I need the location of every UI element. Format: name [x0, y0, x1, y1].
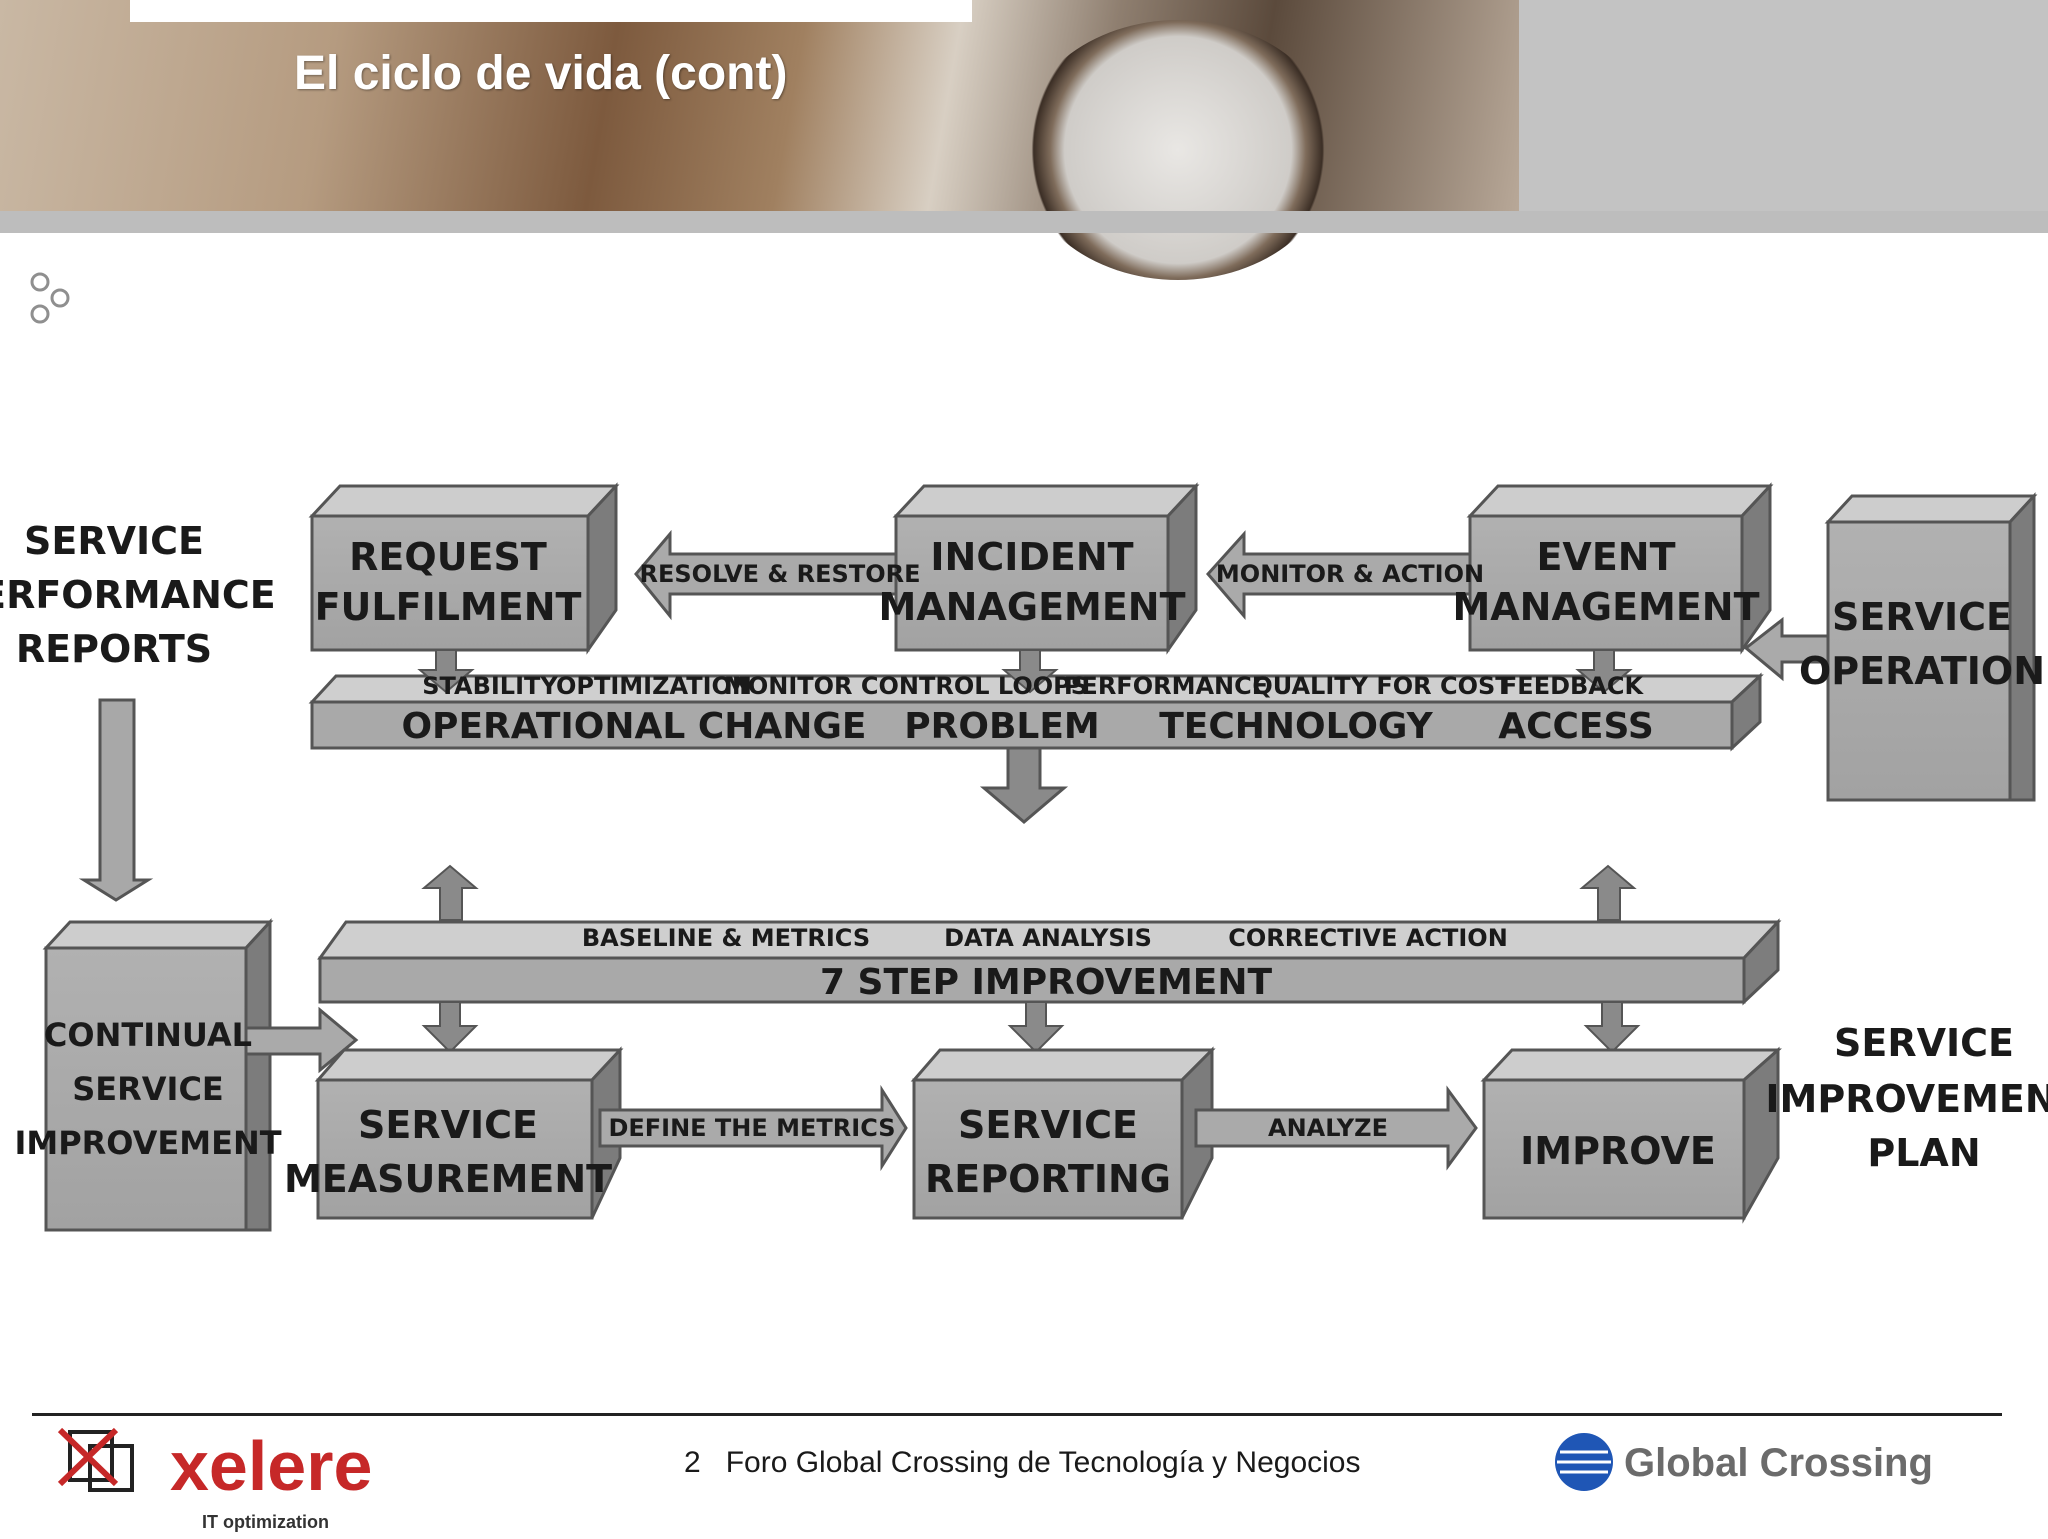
- bar-label-stability: STABILITY: [422, 672, 558, 700]
- incident-management-box: [892, 482, 1200, 655]
- improvement-plan-line-2: IMPROVEMENT: [1765, 1077, 2048, 1121]
- improvement-plan-line-1: SERVICE: [1834, 1021, 2014, 1065]
- event-management-line-1: EVENT: [1536, 535, 1675, 579]
- global-crossing-logo: Global Crossing: [1552, 1428, 1933, 1503]
- resolve-restore-arrow: [634, 529, 898, 621]
- service-operation-line-2: OPERATION: [1799, 649, 2045, 693]
- resolve-restore-label: RESOLVE & RESTORE: [640, 560, 921, 588]
- service-operation-box: [1824, 492, 2038, 802]
- header-band: [0, 211, 2048, 233]
- baseline-up-arrow: [421, 864, 479, 921]
- service-measurement-box: [314, 1046, 624, 1220]
- xelere-tagline: IT optimization: [202, 1512, 329, 1532]
- incident-management-line-2: MANAGEMENT: [878, 585, 1185, 629]
- bar-label-technology: TECHNOLOGY: [1159, 706, 1433, 747]
- corrective-up-arrow: [1579, 864, 1637, 921]
- bar-label-7-step-improvement: 7 STEP IMPROVEMENT: [820, 962, 1273, 1003]
- bar-label-baseline-metrics: BASELINE & METRICS: [582, 924, 870, 952]
- bar-label-monitor-control-loops: MONITOR CONTROL LOOPS: [724, 672, 1088, 700]
- operation-bar: [308, 672, 1764, 752]
- service-operation-line-1: SERVICE: [1832, 595, 2012, 639]
- problem-down-arrow: [979, 746, 1069, 824]
- bar-label-feedback: FEEDBACK: [1501, 672, 1645, 700]
- bar-label-performance: PERFORMANCE: [1064, 672, 1268, 700]
- define-metrics-label: DEFINE THE METRICS: [608, 1114, 895, 1142]
- incident-bar-arrow: [1001, 649, 1059, 694]
- title-white-strip: [130, 0, 972, 22]
- left-label-line-1: SERVICE: [24, 519, 204, 563]
- service-measurement-line-1: SERVICE: [358, 1103, 538, 1147]
- bar-label-data-analysis: DATA ANALYSIS: [944, 924, 1152, 952]
- monitor-action-label: MONITOR & ACTION: [1216, 560, 1484, 588]
- bar-label-access: ACCESS: [1498, 706, 1654, 747]
- itil-lifecycle-diagram: SERVICE PERFORMANCE REPORTS REQUEST FULF…: [0, 482, 2048, 1232]
- event-management-box: [1466, 482, 1774, 655]
- improve-down-arrow: [1583, 1001, 1641, 1054]
- csi-line-3: IMPROVEMENT: [14, 1124, 281, 1162]
- pocket-watch-image: [1018, 20, 1338, 280]
- continual-service-improvement-box: [42, 918, 274, 1232]
- bar-label-corrective-action: CORRECTIVE ACTION: [1228, 924, 1508, 952]
- analyze-label: ANALYZE: [1268, 1114, 1388, 1142]
- reporting-down-arrow: [1007, 1001, 1065, 1054]
- service-operation-arrow: [1743, 616, 1830, 682]
- global-crossing-name: Global Crossing: [1624, 1441, 1932, 1485]
- bar-label-quality-for-cost: QUALITY FOR COST: [1252, 672, 1512, 700]
- request-bar-arrow: [417, 649, 475, 694]
- xelere-logo: xelere IT optimization: [56, 1424, 376, 1539]
- xelere-name: xelere: [170, 1427, 372, 1505]
- bar-label-operational-change: OPERATIONAL CHANGE: [401, 706, 866, 747]
- csi-line-2: SERVICE: [72, 1070, 224, 1108]
- measurement-down-arrow: [421, 1001, 479, 1054]
- request-fulfilment-line-2: FULFILMENT: [315, 585, 582, 629]
- footer-title: Foro Global Crossing de Tecnología y Neg…: [725, 1446, 1361, 1479]
- bullet-dots-icon: [30, 272, 70, 324]
- improvement-plan-line-3: PLAN: [1867, 1131, 1980, 1175]
- page-number: 2: [684, 1446, 701, 1479]
- service-reporting-line-2: REPORTING: [925, 1157, 1171, 1201]
- request-fulfilment-box: [308, 482, 620, 655]
- define-metrics-arrow: [598, 1084, 908, 1172]
- footer-text: 2 Foro Global Crossing de Tecnología y N…: [684, 1446, 1361, 1480]
- footer-divider: [32, 1413, 2002, 1416]
- left-label-line-2: PERFORMANCE: [0, 573, 276, 617]
- event-bar-arrow: [1575, 649, 1633, 694]
- analyze-arrow: [1194, 1085, 1478, 1171]
- service-reporting-line-1: SERVICE: [958, 1103, 1138, 1147]
- bar-label-optimization: OPTIMIZATION: [556, 672, 752, 700]
- improve-label: IMPROVE: [1520, 1129, 1716, 1173]
- slide-title: El ciclo de vida (cont): [294, 47, 788, 100]
- improve-box: [1480, 1046, 1782, 1224]
- left-label-line-3: REPORTS: [16, 627, 212, 671]
- event-management-line-2: MANAGEMENT: [1452, 585, 1759, 629]
- request-fulfilment-line-1: REQUEST: [349, 535, 547, 579]
- monitor-action-arrow: [1206, 530, 1472, 621]
- reports-down-arrow: [78, 698, 154, 902]
- improvement-bar: [317, 918, 1782, 1006]
- bar-label-problem: PROBLEM: [904, 706, 1100, 747]
- header-gray-panel: [1519, 0, 2048, 211]
- incident-management-line-1: INCIDENT: [930, 535, 1133, 579]
- csi-line-1: CONTINUAL: [44, 1016, 252, 1054]
- service-measurement-line-2: MEASUREMENT: [284, 1157, 612, 1201]
